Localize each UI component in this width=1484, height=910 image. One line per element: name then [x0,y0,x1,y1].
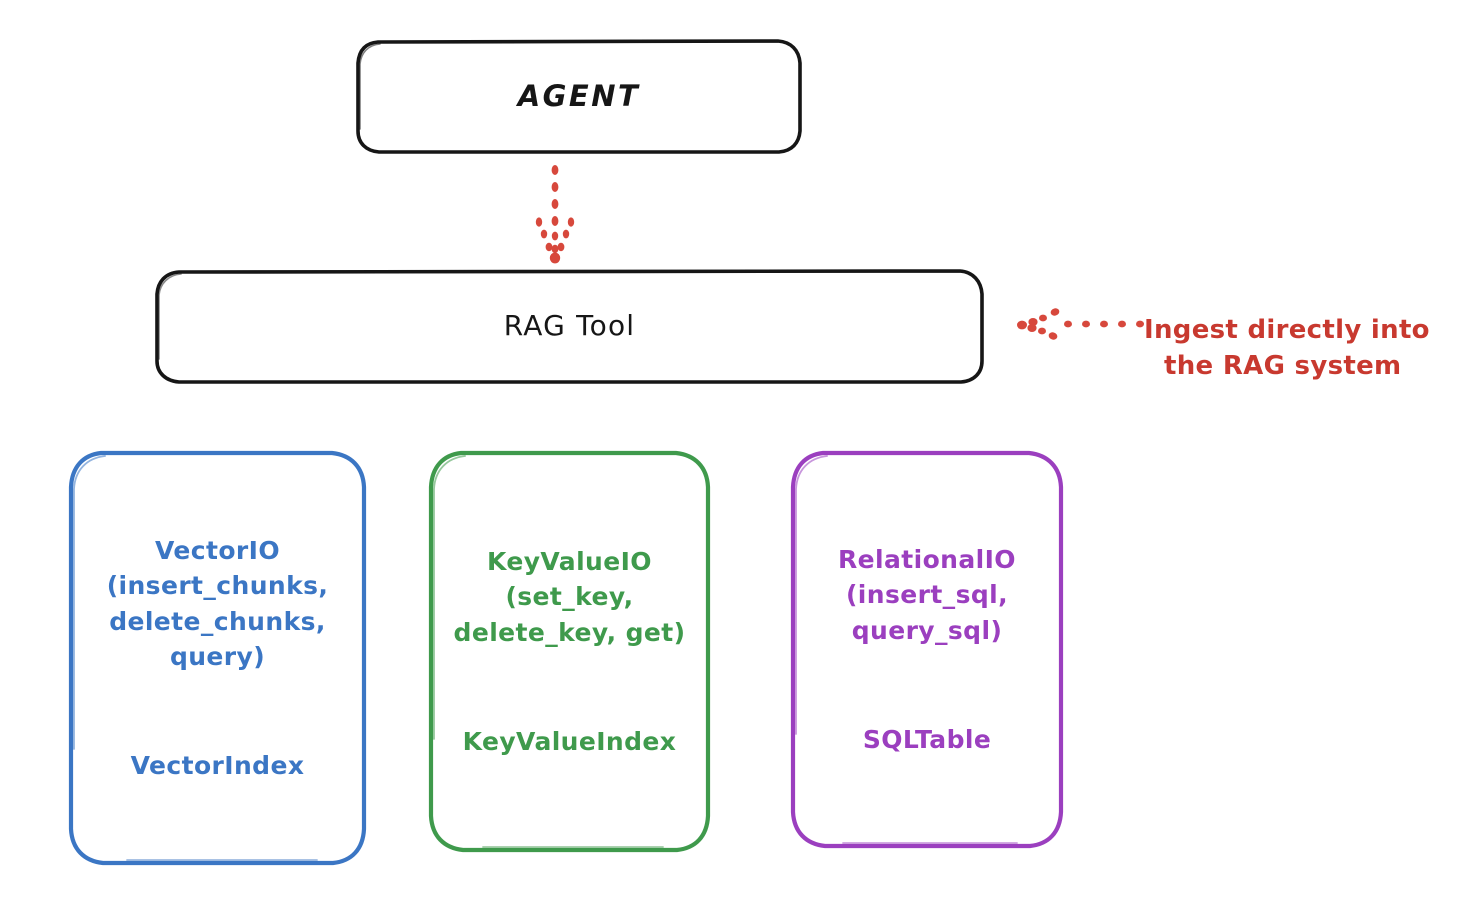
key-value-io-index-text: KeyValueIndex [462,726,677,756]
ingest-annotation: Ingest directly into the RAG system [1144,278,1479,419]
agent-to-rag-tool-arrow [535,165,575,264]
ingest-annotation-line-1: Ingest directly into [1144,315,1430,346]
ingest-arrow [1017,308,1144,340]
vector-io-api-text: VectorIO (insert_chunks, delete_chunks, … [106,535,329,672]
relational-io-api-text: RelationalIO (insert_sql, query_sql) [838,544,1016,645]
vector-io-index-text: VectorIndex [130,751,305,780]
agent-label: AGENT [517,78,641,113]
node-agent[interactable]: AGENT [356,39,802,154]
ingest-annotation-line-2: the RAG system [1164,350,1402,381]
node-relational-io[interactable]: RelationalIO (insert_sql, query_sql) SQL… [789,449,1065,850]
node-vector-io[interactable]: VectorIO (insert_chunks, delete_chunks, … [67,449,368,867]
relational-io-label: RelationalIO (insert_sql, query_sql) SQL… [838,506,1016,793]
key-value-io-api-text: KeyValueIO (set_key, delete_key, get) [453,546,686,647]
relational-io-index-text: SQLTable [862,724,992,754]
node-key-value-io[interactable]: KeyValueIO (set_key, delete_key, get) Ke… [427,449,712,854]
vector-io-label: VectorIO (insert_chunks, delete_chunks, … [107,497,329,819]
node-rag-tool[interactable]: RAG Tool [155,269,984,384]
key-value-io-label: KeyValueIO (set_key, delete_key, get) Ke… [454,508,686,795]
rag-tool-label: RAG Tool [503,309,636,343]
